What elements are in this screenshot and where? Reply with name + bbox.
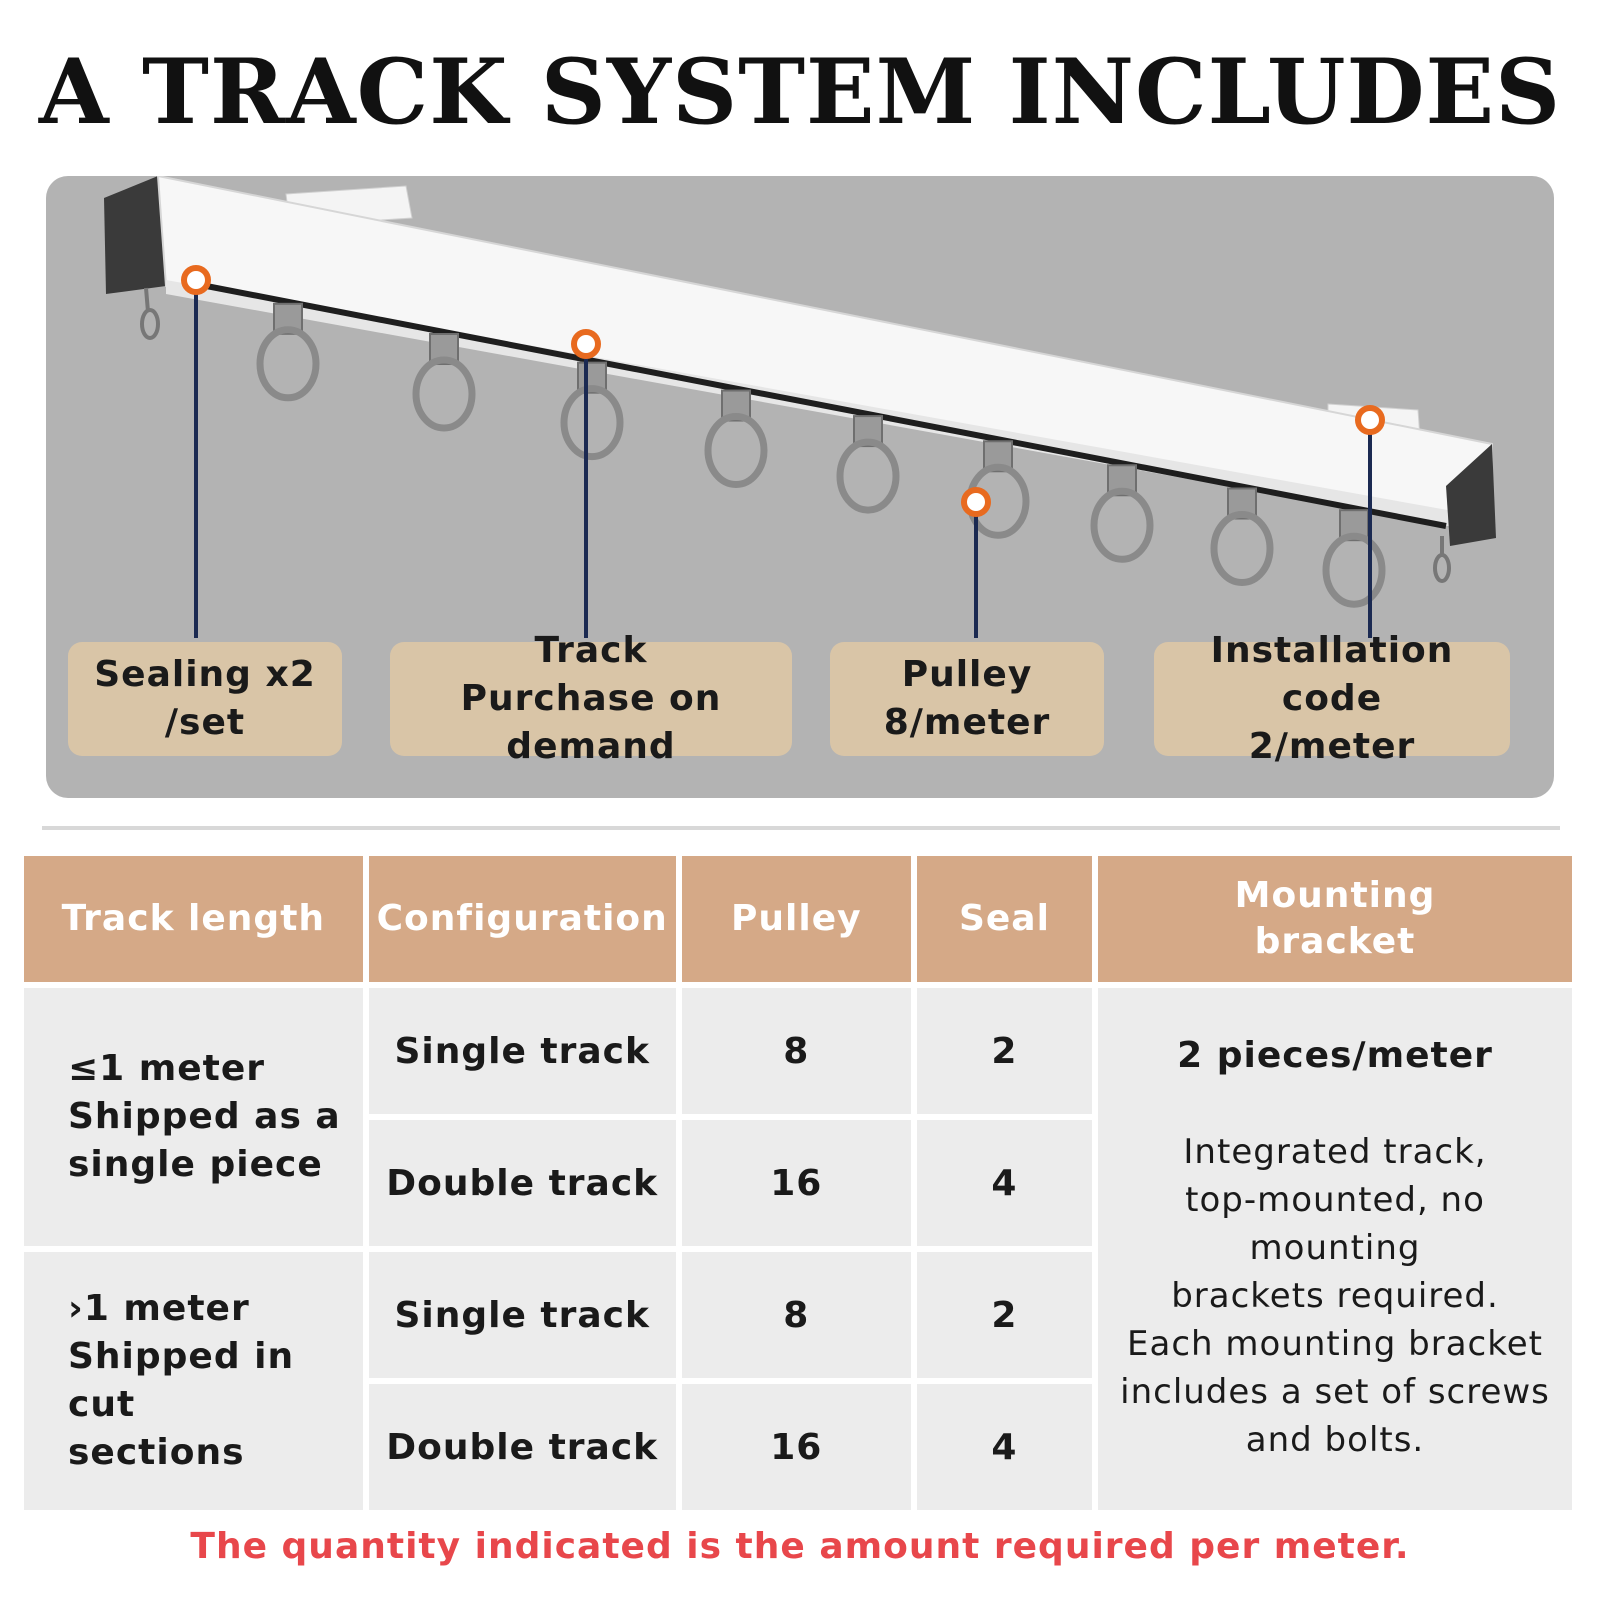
mounting-desc-line: Each mounting bracket [1127,1323,1543,1364]
mounting-main-text: 2 pieces/meter [1177,1034,1493,1076]
mounting-desc-line: brackets required. [1171,1275,1499,1316]
callout-pulley-line1: Pulley [901,654,1033,695]
configuration-cell: Double track [368,1384,676,1510]
pulley-ring [256,326,320,402]
pulley-ring [560,385,624,461]
mounting-description: Integrated track, top-mounted, no mounti… [1108,1128,1562,1464]
table-row: ≤1 meter Shipped as a single piece Singl… [24,988,1572,1510]
configuration-cell: Double track [368,1120,676,1246]
callout-installation-line1: Installation code [1210,630,1454,719]
pulley-ring [1090,487,1154,563]
pulley-ring [412,356,476,432]
section-divider [42,826,1560,830]
track-rail [156,176,1493,526]
header-mounting-line1: Mounting [1234,875,1436,916]
seal-cell: 2 [916,988,1093,1114]
table-row: Double track 16 4 [24,1120,1572,1246]
pulley-rings [256,302,1386,608]
table-row: ›1 meter Shipped in cut sections Single … [24,1252,1572,1510]
callout-track-line2: Purchase on demand [460,678,722,767]
callout-track-line1: Track [534,630,648,671]
track-illustration-panel: Sealing x2 /set Track Purchase on demand… [46,176,1554,798]
right-end-cap [1446,444,1496,546]
table-row: Double track 16 4 [24,1384,1572,1510]
length-line1: ›1 meter [68,1288,250,1329]
pulley-ring [704,413,768,489]
spec-table: Track length Configuration Pulley Seal M… [18,850,1578,1516]
left-end-cap [104,176,166,294]
pulley-ring [1210,511,1274,587]
leader-lines [194,280,1372,638]
track-groove [195,281,1447,529]
seal-cell: 4 [916,1120,1093,1246]
quantity-note: The quantity indicated is the amount req… [190,1526,1410,1567]
pulley-cell: 16 [681,1120,911,1246]
callout-pulley: Pulley 8/meter [830,642,1104,756]
mounting-bracket-cell: 2 pieces/meter Integrated track, top-mou… [1098,988,1572,1510]
length-line3: single piece [68,1144,323,1185]
pulley-ring [1322,532,1386,608]
callout-sealing: Sealing x2 /set [68,642,342,756]
end-hook-left [140,287,160,340]
header-mounting-bracket: Mounting bracket [1098,856,1572,982]
marker-sealing [181,265,211,295]
pulley-cell: 8 [681,988,911,1114]
length-line2: Shipped in cut [68,1336,295,1425]
length-line3: sections [68,1432,245,1473]
markers [181,265,1385,517]
track-length-cell: ≤1 meter Shipped as a single piece [24,988,363,1246]
seal-cell: 2 [916,1252,1093,1378]
callout-sealing-line1: Sealing x2 [94,654,316,695]
header-configuration: Configuration [368,856,676,982]
callout-track: Track Purchase on demand [390,630,792,767]
callout-sealing-line2: /set [164,702,246,743]
header-seal: Seal [916,856,1093,982]
seal-cell: 4 [916,1384,1093,1510]
header-track-length: Track length [24,856,363,982]
track-illustration [104,176,1496,638]
header-pulley: Pulley [681,856,911,982]
marker-track [571,329,601,359]
length-line2: Shipped as a [68,1096,341,1137]
configuration-cell: Single track [368,988,676,1114]
mounting-desc-line: top-mounted, no mounting [1185,1179,1485,1268]
marker-installation [1355,405,1385,435]
track-length-cell: ›1 meter Shipped in cut sections [24,1252,363,1510]
pulley-ring [836,438,900,514]
mounting-desc-line: includes a set of screws [1120,1371,1550,1412]
end-hook-right [1433,536,1451,583]
mounting-desc-line: and bolts. [1245,1419,1425,1460]
callout-installation: Installation code 2/meter [1154,630,1510,767]
pulley-cell: 16 [681,1384,911,1510]
header-mounting-line2: bracket [1254,921,1416,962]
pulley-cell: 8 [681,1252,911,1378]
length-line1: ≤1 meter [68,1048,266,1089]
page-title: A TRACK SYSTEM INCLUDES [38,39,1562,145]
callout-pulley-line2: 8/meter [883,702,1051,743]
mounting-desc-line: Integrated track, [1183,1131,1487,1172]
marker-pulley [961,487,991,517]
table-header-row: Track length Configuration Pulley Seal M… [24,856,1572,982]
configuration-cell: Single track [368,1252,676,1378]
callout-installation-line2: 2/meter [1248,726,1416,767]
